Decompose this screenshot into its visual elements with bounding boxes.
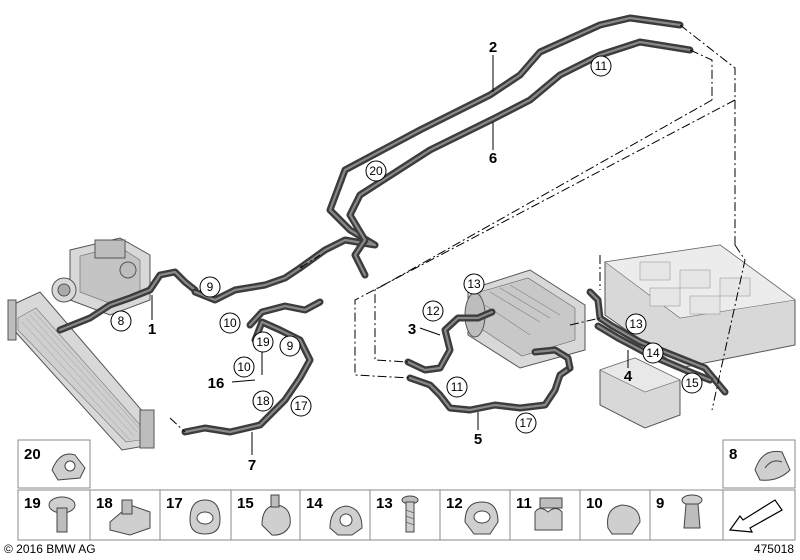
- part-number-3: 3: [408, 321, 416, 338]
- hose-clamp-12: [464, 501, 499, 535]
- callout-17: 17: [519, 416, 533, 430]
- part-number-6: 6: [489, 150, 497, 167]
- legend-label-11: 11: [516, 495, 532, 512]
- legend-box-20: 20: [17, 439, 91, 489]
- part-number-4: 4: [624, 368, 633, 385]
- arrow-box: [722, 489, 796, 541]
- screw-13: [401, 495, 419, 533]
- clip-18: [109, 499, 151, 536]
- part-number-2: 2: [489, 39, 497, 56]
- callout-11: 11: [451, 380, 464, 394]
- callout-10: 10: [223, 316, 237, 330]
- push-rivet-9: [681, 494, 703, 529]
- legend-label-12: 12: [446, 495, 463, 512]
- parts-legend: 20 8 19 18 17 15 14 13 12 1: [17, 439, 796, 541]
- hose-clip-15: [261, 494, 291, 536]
- callout-17: 17: [294, 399, 308, 413]
- legend-box-8: 8: [722, 439, 796, 489]
- svg-text:20: 20: [24, 446, 41, 463]
- part-number-16: 16: [208, 375, 225, 392]
- dashed-connection-lines: [169, 24, 746, 433]
- radiator: [7, 291, 155, 451]
- heat-exchanger: [599, 357, 681, 429]
- circled-callout-numbers: 11 20 9 8 10 19 9 10 18 17 13 12 13 14 1…: [118, 59, 699, 430]
- callout-15: 15: [685, 376, 699, 390]
- part-numbers: 2 6 1 3 4 5 7 16: [148, 39, 633, 474]
- engine-component: [51, 237, 151, 316]
- callout-14: 14: [646, 346, 660, 360]
- part-number-5: 5: [474, 431, 482, 448]
- callout-18: 18: [256, 394, 270, 408]
- callout-13: 13: [629, 317, 643, 331]
- part-number-7: 7: [248, 457, 256, 474]
- legend-label-15: 15: [237, 495, 254, 512]
- callout-20: 20: [369, 164, 383, 178]
- hose-lines: [56, 14, 729, 436]
- hose-clamp-17: [189, 499, 221, 535]
- callout-11: 11: [595, 59, 608, 73]
- callout-9: 9: [287, 339, 294, 353]
- callout-13: 13: [467, 277, 481, 291]
- legend-label-18: 18: [96, 495, 113, 512]
- legend-label-14: 14: [306, 495, 323, 512]
- high-voltage-battery: [604, 244, 796, 369]
- legend-label-9: 9: [656, 495, 664, 512]
- copyright-text: © 2016 BMW AG: [4, 542, 96, 556]
- legend-label-19: 19: [24, 495, 41, 512]
- svg-text:8: 8: [729, 446, 737, 463]
- push-rivet-19: [48, 496, 76, 533]
- callout-10: 10: [237, 360, 251, 374]
- callout-9: 9: [207, 280, 214, 294]
- legend-label-10: 10: [586, 495, 603, 512]
- legend-label-17: 17: [166, 495, 183, 512]
- leader-lines: [151, 55, 629, 455]
- legend-label-13: 13: [376, 495, 393, 512]
- hose-clip-14: [329, 505, 363, 536]
- hose-clip-10: [607, 504, 641, 535]
- callout-12: 12: [426, 304, 440, 318]
- double-clip-11: [534, 497, 563, 531]
- part-number-1: 1: [148, 321, 156, 338]
- callout-19: 19: [256, 335, 270, 349]
- callout-8: 8: [118, 314, 125, 328]
- circled-callouts: [110, 55, 703, 434]
- diagram-number: 475018: [753, 542, 794, 556]
